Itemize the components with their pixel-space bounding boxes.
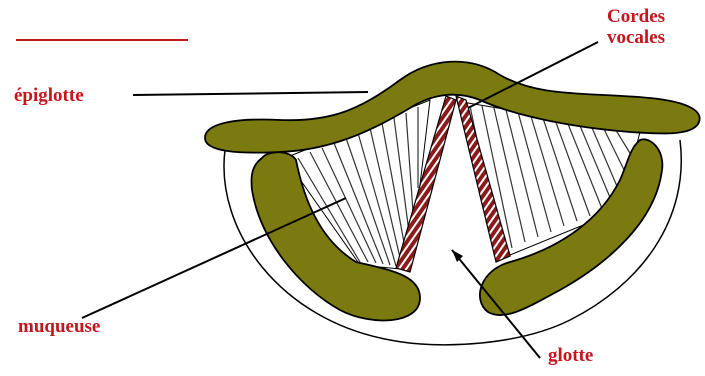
epiglotte-label: épiglotte: [14, 85, 84, 106]
epiglotte-leader-line: [133, 92, 368, 95]
muqueuse-label: muqueuse: [18, 316, 100, 337]
cordes-vocales-label-line2: vocales: [586, 27, 686, 48]
cordes-vocales-label-line1: Cordes: [586, 6, 686, 27]
glotte-label: glotte: [548, 345, 593, 366]
cordes-vocales-label: Cordes vocales: [586, 6, 686, 48]
